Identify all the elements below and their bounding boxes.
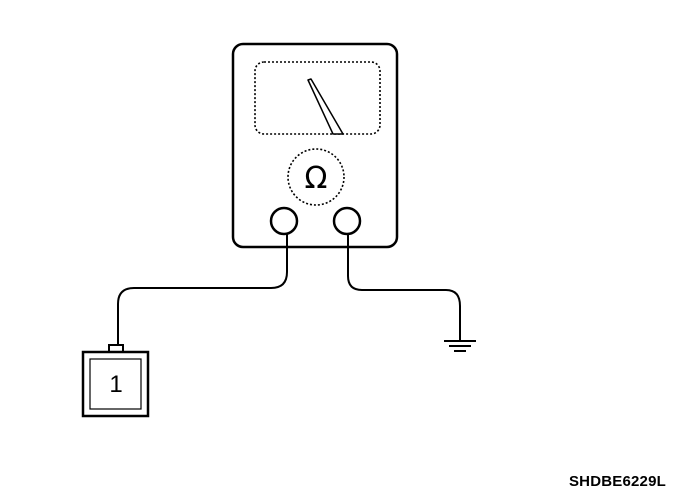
ohm-symbol: Ω: [305, 161, 328, 196]
ohmmeter: Ω: [231, 42, 399, 249]
left-terminal: [269, 206, 299, 236]
connector-1: 1: [81, 344, 150, 418]
figure-code: SHDBE6229L: [568, 473, 666, 490]
meter-needle: [307, 78, 344, 135]
connector-label: 1: [109, 371, 122, 398]
selector-dial: [287, 148, 345, 206]
ground-icon: [444, 340, 476, 352]
connector-inner: [89, 358, 142, 410]
probe-lead-to-connector: [117, 234, 288, 346]
probe-lead-to-ground: [347, 234, 461, 340]
right-terminal: [332, 206, 362, 236]
